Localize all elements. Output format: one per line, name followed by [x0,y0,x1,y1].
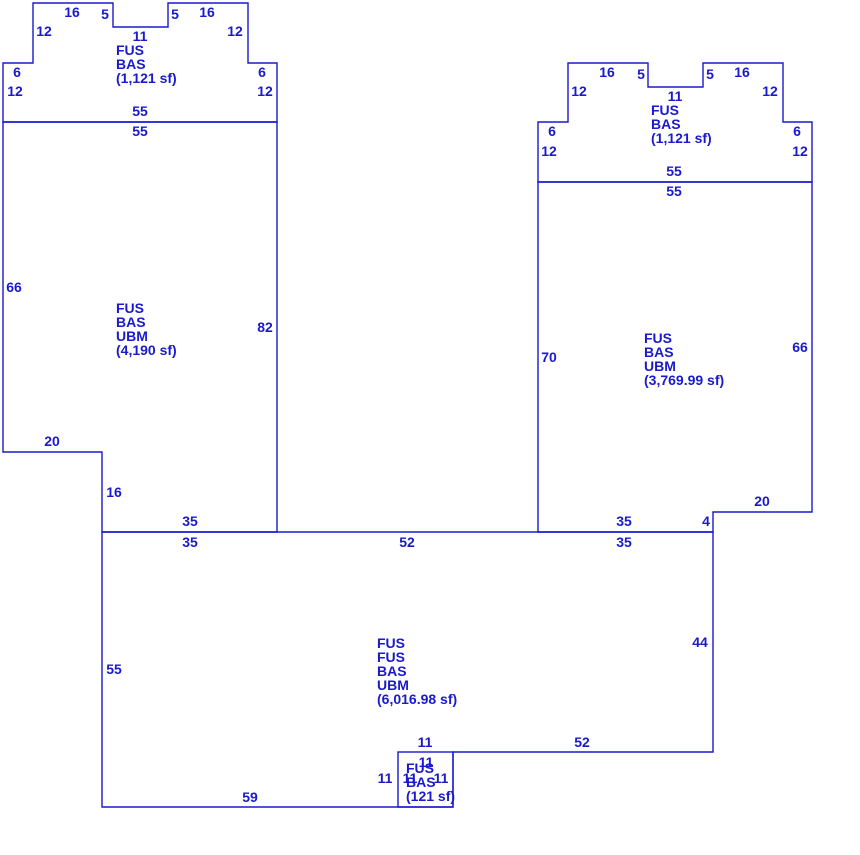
dimension-label: 12 [541,143,557,159]
area-line: FUS [651,102,679,118]
dimension-label: 6 [13,64,21,80]
area-line: FUS [644,330,672,346]
outline-upper-left [2,2,278,123]
dimension-label: 55 [132,103,148,119]
dimension-label: 16 [64,4,80,20]
area-line: FUS [116,300,144,316]
dimension-label: 11 [668,88,683,104]
area-line: FUS [116,42,144,58]
dimension-label: 12 [257,83,273,99]
dimension-label: 11 [133,28,148,44]
dimension-label: 16 [106,484,122,500]
dimension-label: 12 [227,23,243,39]
dimension-label: 35 [182,513,198,529]
dimension-label: 4 [702,513,710,529]
area-line: UBM [644,358,676,374]
dimension-label: 12 [762,83,778,99]
dimension-label: 55 [132,123,148,139]
dimension-label: 12 [792,143,808,159]
area-line: (1,121 sf) [116,70,177,86]
dimension-label: 66 [792,339,808,355]
area-line: (1,121 sf) [651,130,712,146]
dimension-label: 11 [403,770,418,786]
area-label-upper-left: FUS BAS (1,121 sf) [116,42,177,86]
dimension-label: 11 [419,754,434,770]
dimension-label: 16 [734,64,750,80]
area-line: (3,769.99 sf) [644,372,724,388]
dimension-label: 52 [574,734,590,750]
dimension-label: 59 [242,789,258,805]
dimension-label: 35 [616,534,632,550]
area-line: FUS [377,635,405,651]
dimension-label: 20 [44,433,60,449]
area-line: BAS [116,56,146,72]
area-line: (6,016.98 sf) [377,691,457,707]
area-line: BAS [644,344,674,360]
dimension-label: 70 [541,349,557,365]
dimension-label: 16 [199,4,215,20]
area-line: BAS [651,116,681,132]
dimension-label: 16 [599,64,615,80]
area-label-upper-right: FUS BAS (1,121 sf) [651,102,712,146]
dimension-label: 11 [378,770,393,786]
dimension-label: 52 [399,534,415,550]
dimension-label: 20 [754,493,770,509]
area-label-main-left: FUS BAS UBM (4,190 sf) [116,300,177,358]
area-line: BAS [406,774,436,790]
area-line: FUS [406,760,434,776]
dimension-label: 35 [182,534,198,550]
area-line: FUS [377,649,405,665]
dimension-label: 12 [36,23,52,39]
dimension-label: 6 [548,123,556,139]
area-line: UBM [377,677,409,693]
dimension-label: 5 [706,66,714,82]
dimension-label: 5 [101,6,109,22]
area-line: UBM [116,328,148,344]
area-line: BAS [116,314,146,330]
dimension-label: 82 [257,319,273,335]
area-label-small-bay: FUS BAS (121 sf) [406,760,455,804]
outline-small-bay [397,751,454,808]
area-line: (4,190 sf) [116,342,177,358]
area-label-bottom: FUS FUS BAS UBM (6,016.98 sf) [377,635,457,707]
dimension-label: 12 [571,83,587,99]
dimension-label: 12 [7,83,23,99]
dimension-label: 55 [666,163,682,179]
dimension-label: 66 [6,279,22,295]
outline-upper-right [537,62,813,183]
dimension-label: 6 [793,123,801,139]
dimension-label: 5 [637,66,645,82]
area-line: (121 sf) [406,788,455,804]
dimension-label: 11 [418,734,433,750]
dimension-label: 11 [434,770,449,786]
dimension-label: 5 [171,6,179,22]
area-label-main-right: FUS BAS UBM (3,769.99 sf) [644,330,724,388]
dimension-label: 55 [106,661,122,677]
dimension-label: 35 [616,513,632,529]
dimension-label: 44 [692,634,708,650]
dimension-label: 6 [258,64,266,80]
outline-main-right [537,181,813,533]
dimension-label: 55 [666,183,682,199]
area-line: BAS [377,663,407,679]
